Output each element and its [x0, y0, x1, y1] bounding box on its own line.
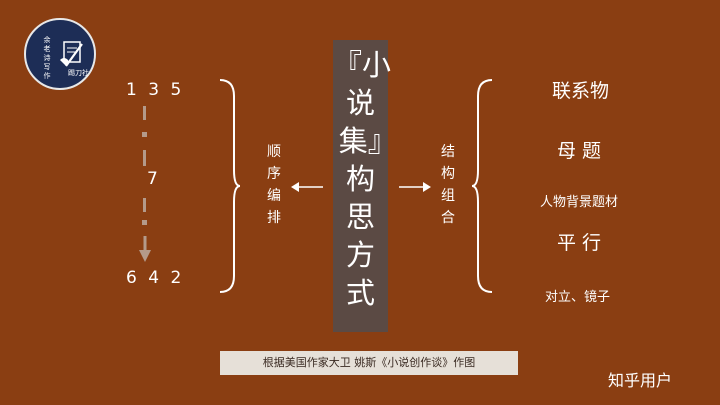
- sequence-dash: [143, 198, 146, 212]
- right-item: 联系物: [552, 80, 610, 102]
- top-numbers: 1 3 5: [126, 80, 185, 100]
- sequence-dot: [142, 132, 147, 137]
- right-item: 平 行: [557, 232, 602, 254]
- left-brace: [219, 79, 241, 293]
- caption: 根据美国作家大卫 姚斯《小说创作谈》作图: [220, 351, 518, 375]
- sequence-dash: [143, 106, 146, 120]
- left-arrow-icon: [291, 182, 323, 192]
- right-item: 对立、镜子: [545, 290, 611, 305]
- title-column: 『小说集』构思方式: [333, 40, 392, 332]
- logo: 余老诗写作 踢刀社: [24, 18, 96, 90]
- watermark: 知乎用户: [608, 371, 673, 390]
- page-title: 『小说集』构思方式: [333, 48, 392, 310]
- sequence-dash: [143, 150, 146, 166]
- logo-left-text: 余老诗写作: [43, 36, 51, 80]
- bottom-numbers: 6 4 2: [126, 268, 185, 288]
- right-item: 人物背景题材: [540, 195, 619, 210]
- right-label: 结构组合: [441, 144, 455, 226]
- right-item: 母 题: [557, 140, 602, 162]
- right-brace: [471, 79, 493, 293]
- middle-number: 7: [147, 169, 161, 189]
- logo-bottom-text: 踢刀社: [68, 69, 89, 77]
- right-arrow-icon: [399, 182, 431, 192]
- left-label: 顺序编排: [267, 144, 281, 226]
- pen-notebook-icon: [60, 41, 83, 67]
- sequence-dot: [142, 220, 147, 225]
- down-arrow-icon: [139, 236, 151, 262]
